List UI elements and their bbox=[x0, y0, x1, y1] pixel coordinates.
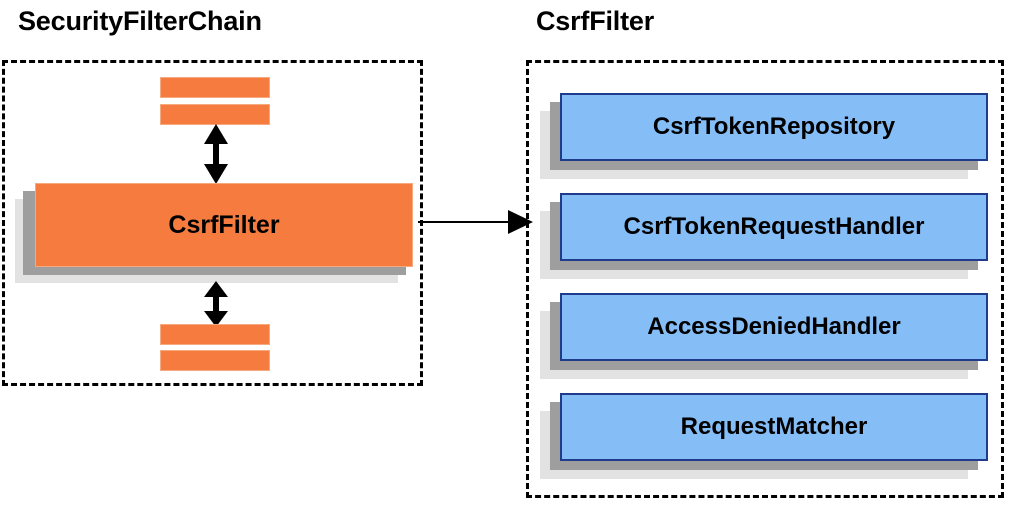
component-face[interactable]: RequestMatcher bbox=[560, 393, 988, 461]
csrf-filter-label: CsrfFilter bbox=[168, 210, 280, 239]
component-box-csrf-token-repository[interactable]: CsrfTokenRepository bbox=[540, 93, 988, 179]
component-label: RequestMatcher bbox=[680, 413, 868, 440]
page-title-security-filter-chain: SecurityFilterChain bbox=[18, 6, 262, 36]
filter-bar-top-2 bbox=[160, 104, 270, 125]
bidirectional-arrow-bottom-icon bbox=[204, 281, 228, 327]
page-title-csrf-filter: CsrfFilter bbox=[536, 6, 655, 36]
filter-bar-bottom-1 bbox=[160, 324, 270, 345]
bidirectional-arrow-top-icon bbox=[204, 124, 228, 184]
csrf-filter-detail-container bbox=[526, 60, 1004, 498]
component-face[interactable]: CsrfTokenRepository bbox=[560, 93, 988, 161]
component-label: CsrfTokenRequestHandler bbox=[623, 213, 925, 240]
component-face[interactable]: AccessDeniedHandler bbox=[560, 293, 988, 361]
component-box-csrf-token-request-handler[interactable]: CsrfTokenRequestHandler bbox=[540, 193, 988, 279]
component-label: AccessDeniedHandler bbox=[647, 313, 901, 340]
filter-bar-top-1 bbox=[160, 77, 270, 98]
component-box-request-matcher[interactable]: RequestMatcher bbox=[540, 393, 988, 479]
csrf-filter-face[interactable]: CsrfFilter bbox=[35, 183, 413, 267]
csrf-filter-box[interactable]: CsrfFilter bbox=[15, 183, 418, 283]
component-label: CsrfTokenRepository bbox=[652, 113, 896, 140]
filter-bar-bottom-2 bbox=[160, 350, 270, 371]
component-box-access-denied-handler[interactable]: AccessDeniedHandler bbox=[540, 293, 988, 379]
csrffilter-to-detail-arrow-icon bbox=[418, 210, 533, 234]
component-face[interactable]: CsrfTokenRequestHandler bbox=[560, 193, 988, 261]
